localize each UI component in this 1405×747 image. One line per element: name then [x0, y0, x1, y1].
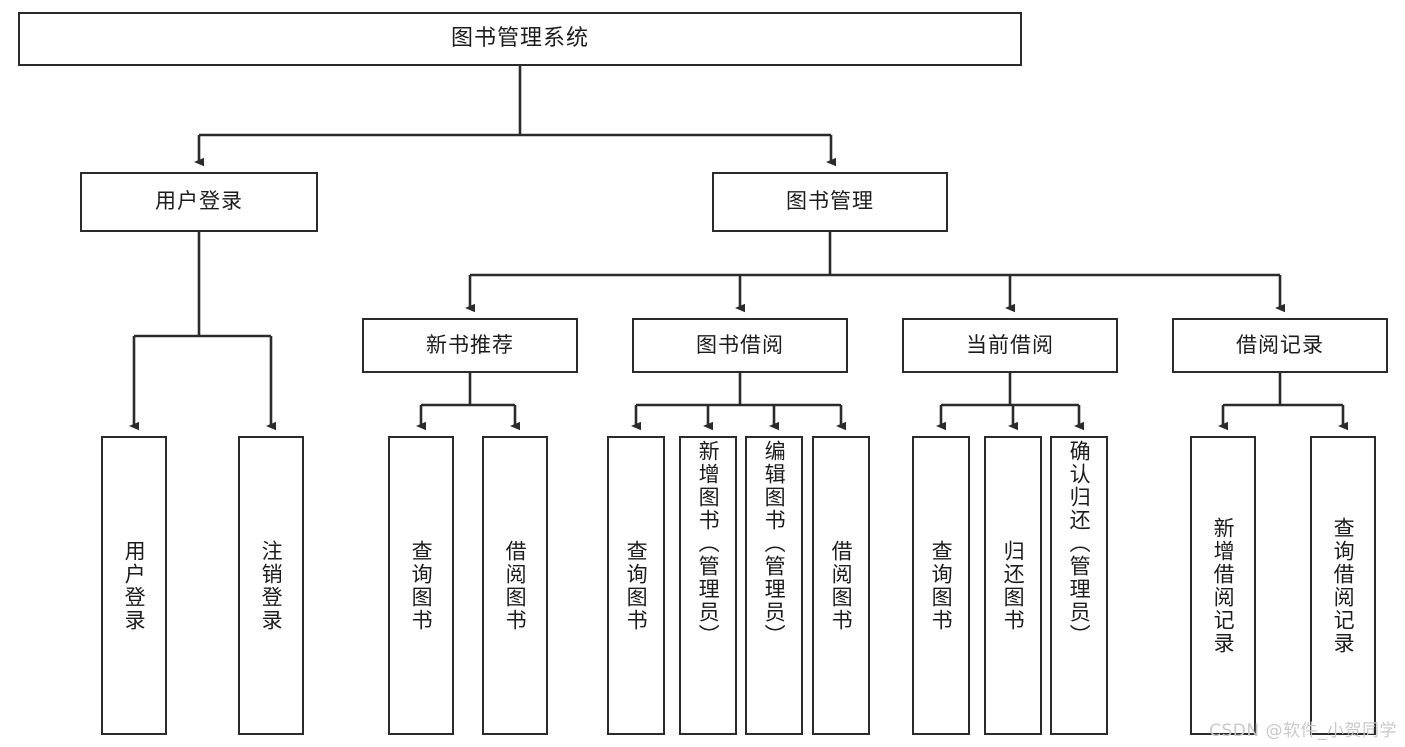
leaf-query-book-current-label: 查询图书: [929, 539, 954, 632]
leaf-confirm-return-admin-label: 确认归还（管理员）: [1067, 440, 1092, 647]
leaf-borrow-book[interactable]: 借阅图书: [812, 436, 870, 735]
edges-newbook-to-leaves: [416, 373, 520, 431]
leaf-borrow-book-label: 借阅图书: [829, 539, 854, 632]
leaf-confirm-return-admin[interactable]: 确认归还（管理员）: [1050, 436, 1108, 735]
node-user-login[interactable]: 用户登录: [80, 172, 318, 232]
node-user-login-label: 用户登录: [155, 189, 243, 214]
leaf-edit-book-admin-label: 编辑图书（管理员）: [762, 440, 787, 647]
node-current-borrow[interactable]: 当前借阅: [902, 318, 1118, 373]
leaf-query-book-current[interactable]: 查询图书: [912, 436, 970, 735]
node-book-borrow-label: 图书借阅: [696, 332, 784, 357]
leaf-borrow-book-newbook[interactable]: 借阅图书: [482, 436, 548, 735]
leaf-query-book-newbook-label: 查询图书: [409, 539, 434, 632]
edges-borrow-to-leaves: [631, 373, 846, 431]
leaf-add-book-admin[interactable]: 新增图书（管理员）: [679, 436, 737, 735]
leaf-user-login[interactable]: 用户登录: [101, 436, 167, 735]
leaf-borrow-book-newbook-label: 借阅图书: [503, 539, 528, 632]
leaf-user-logout[interactable]: 注销登录: [238, 436, 304, 735]
edges-current-to-leaves: [936, 373, 1084, 431]
node-new-book-recommend[interactable]: 新书推荐: [362, 318, 578, 373]
edges-root-to-level2: [194, 66, 836, 167]
leaf-query-book-newbook[interactable]: 查询图书: [388, 436, 454, 735]
leaf-return-book-label: 归还图书: [1001, 539, 1026, 632]
leaf-query-book-borrow[interactable]: 查询图书: [607, 436, 665, 735]
leaf-query-book-borrow-label: 查询图书: [624, 539, 649, 632]
leaf-user-login-label: 用户登录: [122, 539, 147, 632]
leaf-add-book-admin-label: 新增图书（管理员）: [696, 440, 721, 647]
edges-bookmgmt-to-level3: [465, 232, 1285, 313]
node-book-borrow[interactable]: 图书借阅: [632, 318, 848, 373]
node-new-book-recommend-label: 新书推荐: [426, 332, 514, 357]
csdn-watermark: CSDN @软件_小贺同学: [1209, 721, 1397, 741]
node-borrow-record[interactable]: 借阅记录: [1172, 318, 1388, 373]
leaf-return-book[interactable]: 归还图书: [984, 436, 1042, 735]
node-book-management-label: 图书管理: [786, 189, 874, 214]
leaf-query-borrow-record-label: 查询借阅记录: [1331, 516, 1356, 655]
edges-record-to-leaves: [1218, 373, 1348, 431]
node-borrow-record-label: 借阅记录: [1236, 332, 1324, 357]
leaf-add-borrow-record-label: 新增借阅记录: [1211, 516, 1236, 655]
node-book-management[interactable]: 图书管理: [712, 172, 948, 232]
leaf-user-logout-label: 注销登录: [259, 539, 284, 632]
leaf-query-borrow-record[interactable]: 查询借阅记录: [1310, 436, 1376, 735]
leaf-edit-book-admin[interactable]: 编辑图书（管理员）: [745, 436, 803, 735]
node-current-borrow-label: 当前借阅: [966, 332, 1054, 357]
node-root-system[interactable]: 图书管理系统: [18, 12, 1022, 66]
leaf-add-borrow-record[interactable]: 新增借阅记录: [1190, 436, 1256, 735]
node-root-label: 图书管理系统: [450, 25, 589, 51]
edges-userlogin-to-leaves: [129, 232, 276, 431]
